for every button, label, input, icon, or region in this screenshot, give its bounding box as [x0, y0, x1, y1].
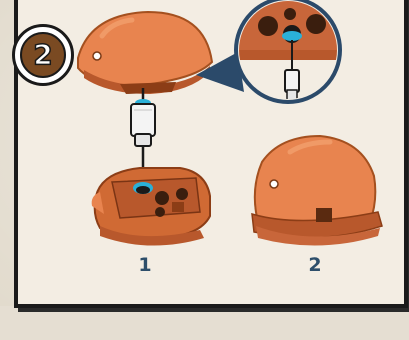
- top-shell-piece: [78, 12, 212, 94]
- assembled-piece-figure-2: [252, 136, 382, 246]
- figure-label-2: 2: [303, 254, 327, 276]
- magnified-detail-callout: [196, 0, 340, 102]
- figure-label-1: 1: [133, 254, 157, 276]
- base-piece-figure-1: [92, 168, 210, 246]
- connector-peg-icon: [131, 99, 155, 146]
